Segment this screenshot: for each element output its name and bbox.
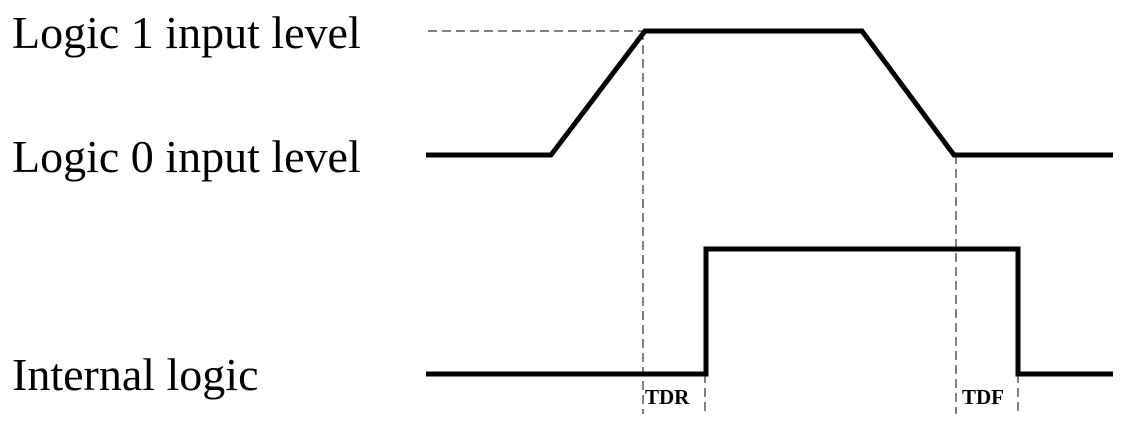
internal-logic-label: Internal logic: [12, 349, 259, 400]
logic-0-level-label: Logic 0 input level: [12, 131, 361, 182]
fall-delay-label: TDF: [962, 385, 1004, 409]
internal-logic-waveform: [426, 246, 1113, 377]
rise-delay-label: TDR: [645, 385, 690, 409]
logic-1-level-label: Logic 1 input level: [12, 7, 361, 58]
input-signal-waveform: [426, 28, 1113, 158]
